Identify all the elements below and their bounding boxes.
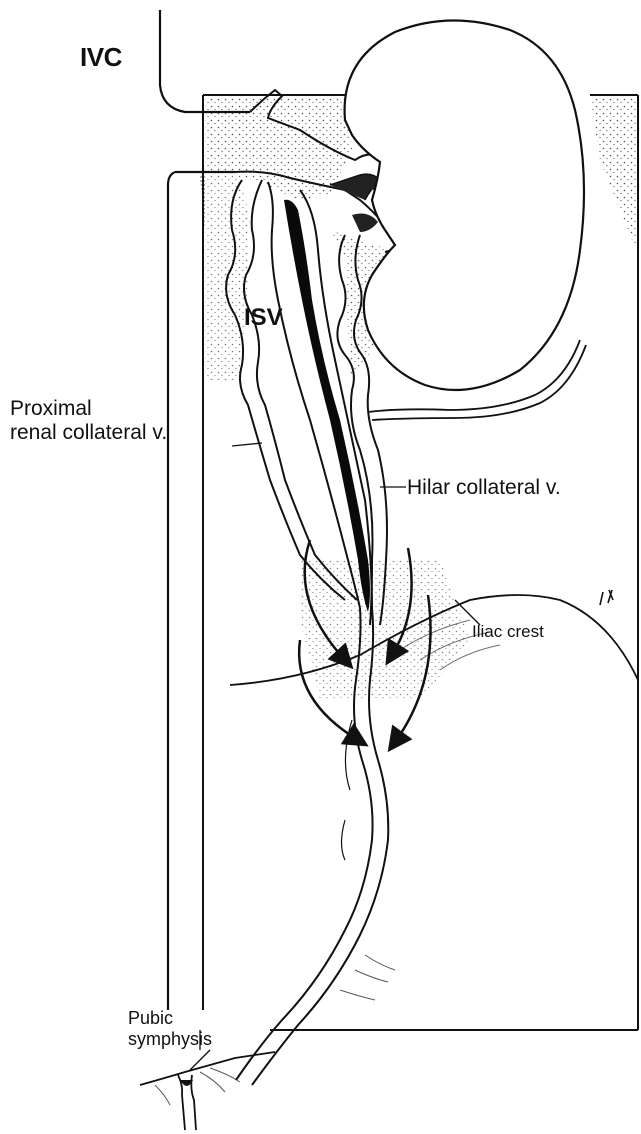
- proximal-renal-collateral-label: Proximal renal collateral v.: [10, 397, 167, 445]
- kidney: [345, 20, 584, 390]
- proximal-renal-collateral-label-line1: Proximal: [10, 397, 167, 421]
- proximal-collateral-leader: [232, 443, 262, 446]
- ivc-label: IVC: [80, 43, 122, 73]
- isv-label: ISV: [244, 304, 283, 332]
- pubic-symphysis-label-line1: Pubic: [128, 1008, 212, 1029]
- hilar-collateral-label: Hilar collateral v.: [407, 476, 561, 500]
- iliac-crest-label: Iliac crest: [472, 622, 544, 642]
- proximal-renal-collateral-label-line2: renal collateral v.: [10, 421, 167, 445]
- pubic-symphysis-label-line2: symphysis: [128, 1029, 212, 1050]
- pubic-symphysis-label: Pubic symphysis: [128, 1008, 212, 1049]
